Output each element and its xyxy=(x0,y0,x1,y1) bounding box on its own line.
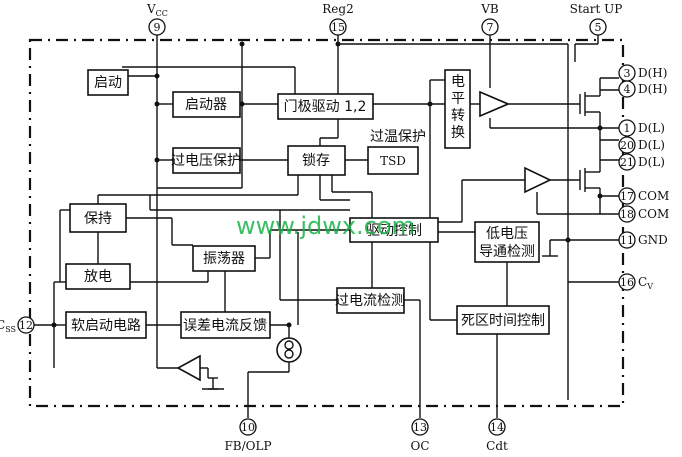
svg-text:D(L): D(L) xyxy=(638,121,665,135)
discharge-label: 放电 xyxy=(84,269,112,285)
hold-label: 保持 xyxy=(84,211,112,227)
svg-text:CV: CV xyxy=(638,275,653,291)
block-starter: 启动器 xyxy=(172,91,241,118)
svg-text:10: 10 xyxy=(241,421,255,434)
pin-cv: 16 CV xyxy=(618,273,653,291)
block-tsd: TSD xyxy=(367,146,419,175)
svg-text:7: 7 xyxy=(487,21,494,34)
svg-text:3: 3 xyxy=(624,67,631,80)
block-discharge: 放电 xyxy=(65,263,131,290)
pin-cdt: 14 Cdt xyxy=(486,418,508,453)
pin-oc: 13 OC xyxy=(410,418,430,453)
level-shift-char-4: 换 xyxy=(451,124,465,141)
ic-outline xyxy=(28,38,625,408)
svg-text:FB/OLP: FB/OLP xyxy=(224,439,271,453)
latch-label: 锁存 xyxy=(302,153,330,169)
tsd-label: TSD xyxy=(380,154,406,168)
svg-text:15: 15 xyxy=(331,21,345,34)
pin-dh-3: 3 D(H) xyxy=(618,64,667,82)
svg-text:D(L): D(L) xyxy=(638,155,665,169)
block-startup: 启动 xyxy=(87,69,129,96)
svg-text:D(L): D(L) xyxy=(638,138,665,152)
pin-startup: 5 Start UP xyxy=(570,2,623,36)
block-drive-control: 驱动控制 xyxy=(349,217,439,243)
svg-text:18: 18 xyxy=(620,208,634,221)
pin-dl-20: 20 D(L) xyxy=(618,136,665,154)
svg-text:VCC: VCC xyxy=(146,2,168,18)
svg-text:14: 14 xyxy=(490,421,504,434)
current-source-icon xyxy=(276,337,302,363)
pin-com-18: 18 COM xyxy=(618,205,669,223)
high-side-buffer-icon xyxy=(479,90,511,118)
svg-text:Cdt: Cdt xyxy=(486,439,508,453)
block-level-shift: 电 平 转 换 xyxy=(444,69,471,149)
svg-text:D(H): D(H) xyxy=(638,82,667,96)
svg-text:D(H): D(H) xyxy=(638,66,667,80)
low-side-buffer-icon xyxy=(524,166,552,194)
pin-vcc: 9 VCC xyxy=(146,2,168,36)
svg-text:GND: GND xyxy=(638,233,668,247)
svg-text:COM: COM xyxy=(638,189,669,203)
level-shift-char-2: 平 xyxy=(451,91,465,107)
dead-time-label: 死区时间控制 xyxy=(461,313,545,329)
block-overcurrent-detect: 过电流检测 xyxy=(335,287,405,314)
svg-text:COM: COM xyxy=(638,207,669,221)
svg-text:9: 9 xyxy=(154,21,161,34)
otp-label: 过温保护 xyxy=(370,129,426,145)
svg-text:CSS: CSS xyxy=(0,318,16,334)
svg-text:5: 5 xyxy=(595,21,602,34)
overcurrent-label: 过电流检测 xyxy=(335,293,405,309)
pin-dh-4: 4 D(H) xyxy=(618,80,667,98)
block-oscillator: 振荡器 xyxy=(192,245,256,272)
level-shift-char-1: 电 xyxy=(451,74,465,90)
ovp-label: 过电压保护 xyxy=(171,153,241,169)
pin-vb: 7 VB xyxy=(480,2,499,36)
block-ovp: 过电压保护 xyxy=(171,147,241,174)
svg-text:4: 4 xyxy=(624,83,631,96)
svg-text:VB: VB xyxy=(480,2,499,16)
svg-text:12: 12 xyxy=(19,319,33,332)
svg-text:1: 1 xyxy=(624,122,631,135)
pin-dl-1: 1 D(L) xyxy=(618,119,665,137)
pin-gnd: 11 GND xyxy=(618,231,668,249)
svg-text:OC: OC xyxy=(410,439,429,453)
soft-start-label: 软启动电路 xyxy=(71,318,141,334)
drive-control-label: 驱动控制 xyxy=(366,223,422,239)
svg-text:20: 20 xyxy=(620,139,634,152)
startup-label: 启动 xyxy=(94,75,122,91)
gate-drive-label: 门极驱动 1,2 xyxy=(284,99,367,115)
svg-text:16: 16 xyxy=(620,276,634,289)
svg-text:21: 21 xyxy=(620,156,634,169)
svg-text:Start UP: Start UP xyxy=(570,2,623,16)
error-amplifier-icon xyxy=(176,354,201,382)
level-shift-char-3: 转 xyxy=(451,108,465,124)
pin-reg2: 15 Reg2 xyxy=(322,2,354,36)
low-voltage-line-1: 低电压 xyxy=(486,226,528,242)
pin-com-17: 17 COM xyxy=(618,187,669,205)
block-dead-time: 死区时间控制 xyxy=(456,305,550,335)
block-gate-drive: 门极驱动 1,2 xyxy=(277,93,374,120)
pin-fb-olp: 10 FB/OLP xyxy=(224,418,272,453)
svg-text:Reg2: Reg2 xyxy=(322,2,353,16)
block-error-feedback: 误差电流反馈 xyxy=(180,311,271,339)
block-latch: 锁存 xyxy=(287,145,346,176)
pin-css: 12 CSS xyxy=(0,316,35,334)
block-low-voltage-detect: 低电压 导通检测 xyxy=(474,221,540,263)
block-hold: 保持 xyxy=(69,203,127,233)
wiring xyxy=(34,33,619,418)
starter-label: 启动器 xyxy=(185,97,227,113)
svg-text:17: 17 xyxy=(620,190,634,203)
low-voltage-line-2: 导通检测 xyxy=(479,244,535,260)
svg-text:11: 11 xyxy=(620,234,634,247)
oscillator-label: 振荡器 xyxy=(203,251,245,267)
block-soft-start: 软启动电路 xyxy=(65,311,147,339)
error-feedback-label: 误差电流反馈 xyxy=(183,318,267,334)
pin-dl-21: 21 D(L) xyxy=(618,153,665,171)
svg-text:13: 13 xyxy=(413,421,427,434)
watermark-text: www.jdwx.com xyxy=(236,212,415,240)
